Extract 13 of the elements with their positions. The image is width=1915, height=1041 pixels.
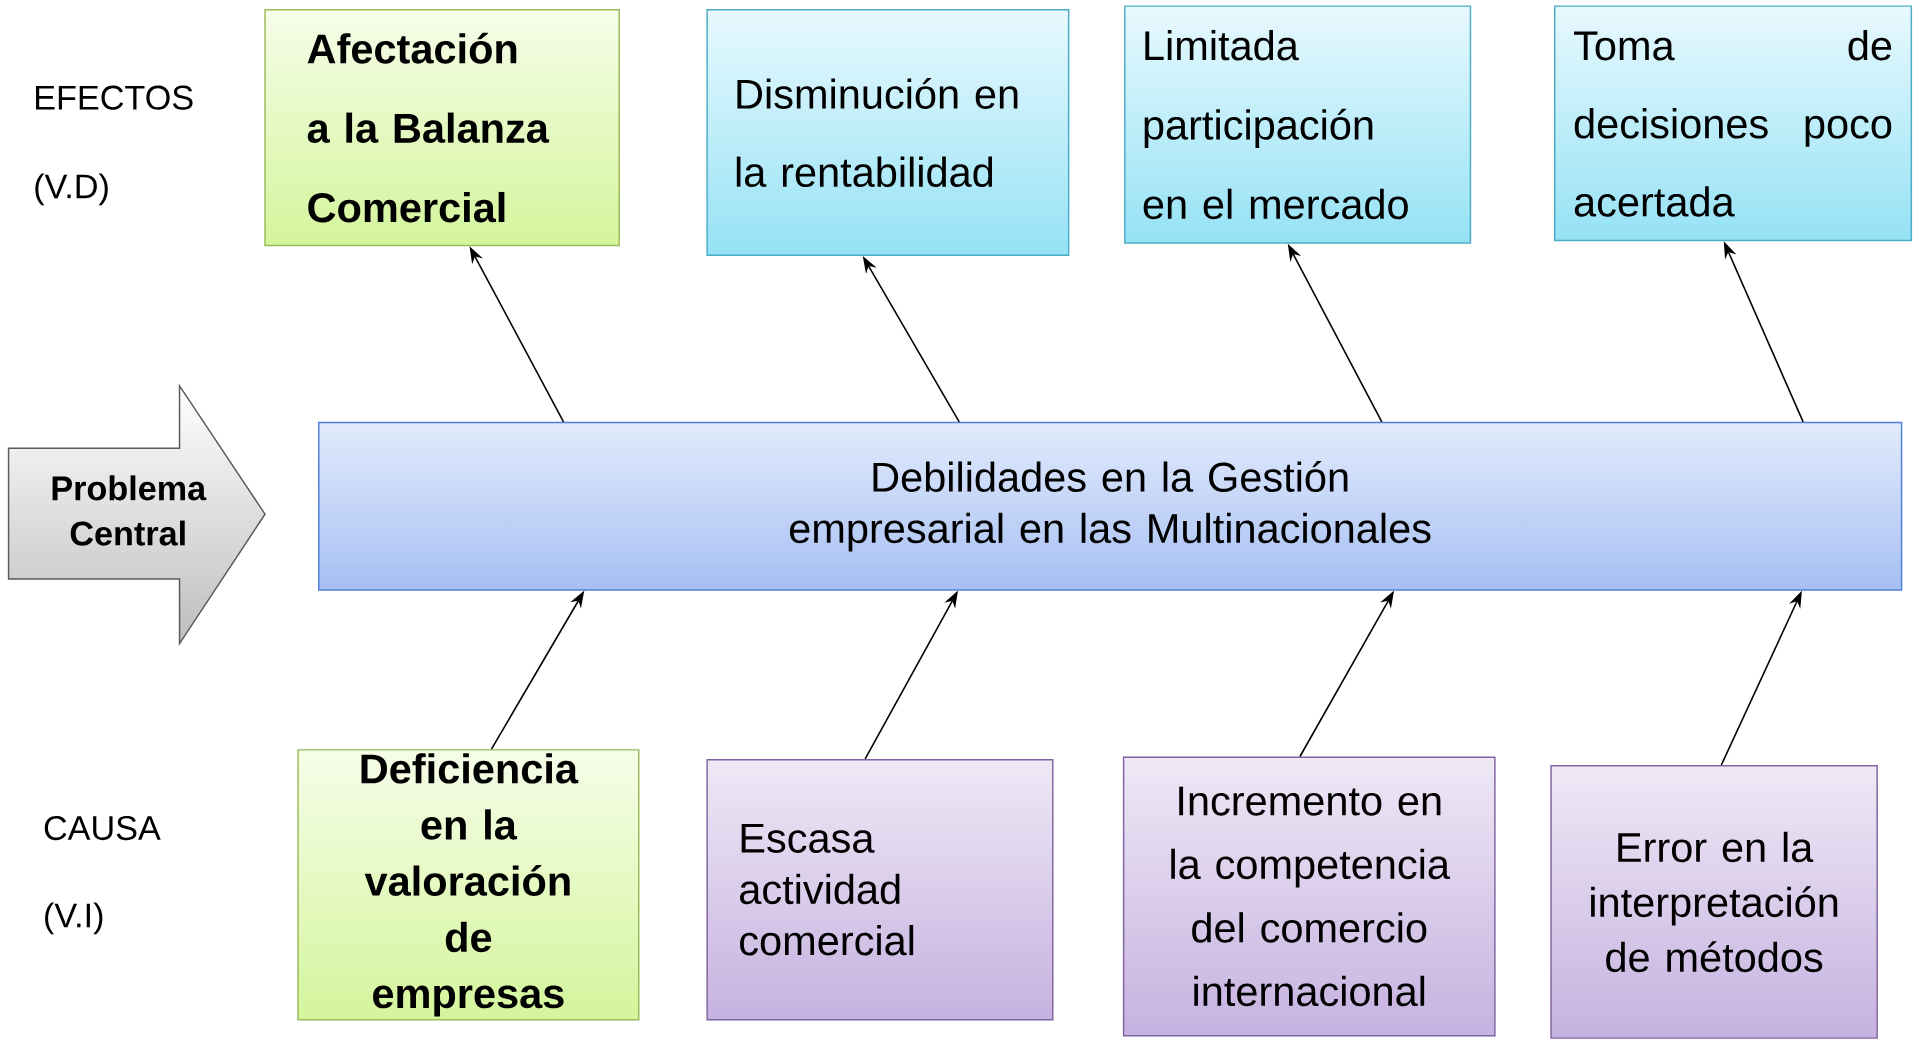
central-problem-box: Debilidades en la Gestión empresarial en las Multinacionales	[318, 422, 1903, 591]
side-label: (V.I)	[45, 902, 103, 935]
side-label: CAUSA	[44, 816, 161, 841]
side-label: (V.D)	[35, 173, 108, 206]
effect-box: Disminución en la rentabilidad	[706, 9, 1070, 257]
cause-box: Deficiencia en la valoración de empresas	[297, 749, 640, 1021]
effect-box: Toma de decisiones poco acertada	[1554, 5, 1913, 242]
cause-box: Error en la interpretación de métodos	[1550, 765, 1878, 1040]
cause-box: Escasa actividad comercial	[706, 759, 1054, 1021]
side-label: EFECTOS	[36, 85, 193, 110]
cause-box: Incremento en la competencia del comercio internacional	[1122, 756, 1496, 1037]
effect-box: Afectación a la Balanza Comercial	[264, 9, 620, 247]
effect-box: Limitada participación en el mercado	[1124, 5, 1472, 244]
